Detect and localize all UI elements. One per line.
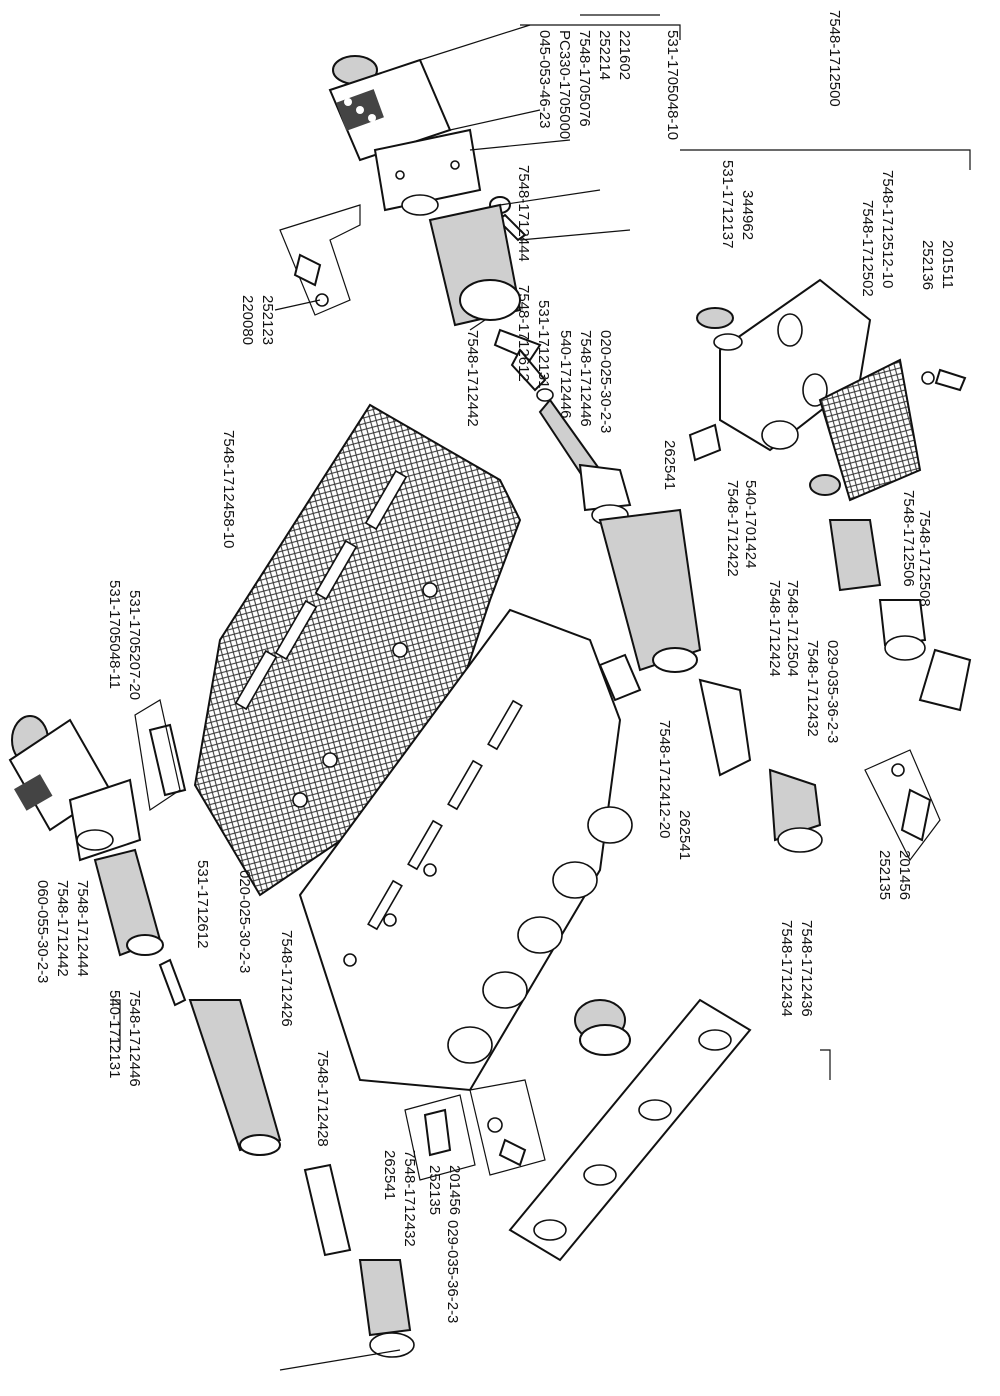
label-upper-540-1712446: 540-1712446 [557,330,574,418]
main-valve-body [298,608,642,1092]
label-upper-7548-1712446: 7548-1712446 [577,330,594,427]
label-531-1705048-10: 531-1705048-10 [664,30,681,140]
label-7548-1705076: 7548-1705076 [576,30,593,127]
top-screw [279,204,361,316]
label-upper-262541: 262541 [661,440,678,490]
label-left-020-025-30-2-3: 020-025-30-2-3 [236,870,253,973]
label-mid-7548-1712424: 7548-1712424 [766,580,783,677]
label-body-262541: 262541 [676,810,693,860]
label-bottom-262541: 262541 [381,1150,398,1200]
label-252136: 252136 [919,240,936,290]
label-left-029-035-36-2-3: 029-035-36-2-3 [444,1220,461,1323]
left-spool-stack [93,848,415,1358]
label-left-7548-1712446: 7548-1712446 [126,990,143,1087]
label-7548-1712436: 7548-1712436 [798,920,815,1017]
label-body-7548-1712412-20: 7548-1712412-20 [656,720,673,838]
right-valve-block [688,278,972,862]
label-bottom-252135: 252135 [426,1165,443,1215]
label-left-7548-1712432: 7548-1712432 [401,1150,418,1247]
label-right-201456: 201456 [896,850,913,900]
label-left-7548-1712442: 7548-1712442 [54,880,71,977]
label-045-053-46-23: 045-053-46-23 [536,30,553,128]
left-solenoid [8,699,187,862]
label-upper-540-1701424: 540-1701424 [742,480,759,568]
top-gasket [193,403,522,897]
label-201511: 201511 [939,240,956,289]
label-left-060-055-30-2-3: 060-055-30-2-3 [34,880,51,983]
label-right-252135: 252135 [876,850,893,900]
label-pc330-1705000: PC330-1705000 [556,30,573,139]
label-left-531-1712612: 531-1712612 [194,860,211,948]
label-7548-1712458-10: 7548-1712458-10 [220,430,237,548]
upper-spool-stack [428,203,823,853]
label-upper-7548-1712422: 7548-1712422 [724,480,741,577]
label-upper-531-1712131: 531-1712131 [535,300,552,388]
label-344962: 344962 [739,190,756,240]
label-left-7548-1712428: 7548-1712428 [314,1050,331,1147]
label-left-7548-1712426: 7548-1712426 [278,930,295,1027]
label-7548-1712434: 7548-1712434 [778,920,795,1017]
label-mid-7548-1712506: 7548-1712506 [900,490,917,587]
label-221602: 221602 [616,30,633,80]
label-upper-7548-1712444: 7548-1712444 [515,165,532,262]
bottom-screws [404,1079,546,1181]
bottom-plate [508,998,752,1262]
label-252214: 252214 [596,30,613,80]
label-mid-7548-1712504: 7548-1712504 [784,580,801,677]
label-252123: 252123 [259,295,276,345]
label-mid-7548-1712508: 7548-1712508 [916,510,933,607]
label-upper-020-025-30-2-3: 020-025-30-2-3 [597,330,614,433]
leader-lines [110,14,971,1371]
label-531-1705207-20: 531-1705207-20 [126,590,143,700]
label-left-7548-1712444: 7548-1712444 [74,880,91,977]
label-7548-1712512-10: 7548-1712512-10 [879,170,896,288]
label-7548-1712502: 7548-1712502 [859,200,876,297]
label-left-540-1712131: 540-1712131 [106,990,123,1078]
label-220080: 220080 [239,295,256,345]
label-531-1705048-11: 531-1705048-11 [106,580,123,689]
label-mid-7548-1712432: 7548-1712432 [804,640,821,737]
label-7548-1712500: 7548-1712500 [826,10,843,107]
label-mid-029-035-36-2-3: 029-035-36-2-3 [824,640,841,743]
label-bottom-201456: 201456 [446,1165,463,1215]
label-upper-7548-1712442: 7548-1712442 [464,330,481,427]
labels: 045-053-46-23 PC330-1705000 7548-1705076… [34,10,956,1323]
label-upper-7548-1712612: 7548-1712612 [515,285,532,382]
label-531-1712137: 531-1712137 [719,160,736,248]
